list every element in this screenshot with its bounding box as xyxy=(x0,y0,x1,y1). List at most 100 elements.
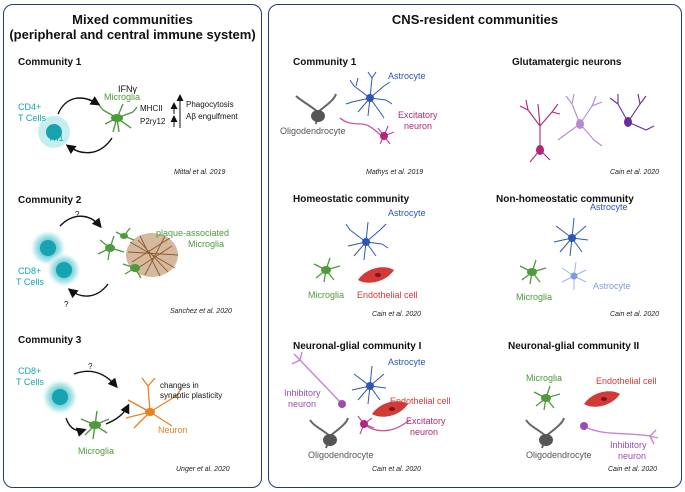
ng2-title: Neuronal-glial community II xyxy=(508,341,640,352)
left-panel-title-line2: (peripheral and central immune system) xyxy=(9,26,256,42)
inhibitory-label-line2-ng1: neuron xyxy=(288,399,317,409)
microglia-icon-nonhomeostatic xyxy=(519,259,547,285)
community2-title: Community 2 xyxy=(18,195,82,206)
nonhomeostatic-title: Non-homeostatic community xyxy=(496,194,634,205)
cd4-label-line2: T Cells xyxy=(18,113,46,123)
citation-unger: Unger et al. 2020 xyxy=(176,466,230,473)
microglia-icon-ng2 xyxy=(533,385,561,411)
ifn-label: IFNγ xyxy=(118,84,137,94)
ng1-title: Neuronal-glial community I xyxy=(293,341,422,352)
question-mark-c3: ? xyxy=(88,362,93,371)
astrocyte-icon-c1 xyxy=(345,71,393,119)
inhibitory-label-line1-ng1: Inhibitory xyxy=(284,388,321,398)
inhibitory-neuron-icon-ng2 xyxy=(580,422,659,445)
glutamatergic-title: Glutamatergic neurons xyxy=(512,57,622,68)
microglia-icon-homeostatic xyxy=(313,257,341,283)
excitatory-label-line2-c1: neuron xyxy=(404,121,433,131)
synaptic-label-line1: changes in xyxy=(160,381,199,390)
microglia-label-nonhomeostatic: Microglia xyxy=(516,292,553,302)
arrow-ifn xyxy=(57,96,101,115)
astrocyte-label-c1: Astrocyte xyxy=(388,71,426,81)
excitatory-label-line2-ng1: neuron xyxy=(410,427,439,437)
cns-community1-title: Community 1 xyxy=(293,57,357,68)
oligodendrocyte-icon-ng2 xyxy=(525,417,565,449)
homeostatic-title: Homeostatic community xyxy=(293,194,410,205)
citation-mittal: Mittal et al. 2019 xyxy=(174,169,226,176)
cd8-t-cell-icon-lower xyxy=(46,252,82,288)
citation-sanchez: Sanchez et al. 2020 xyxy=(170,308,232,315)
cd8-t-cell-icon-3 xyxy=(41,378,79,416)
endothelial-label-ng2: Endothelial cell xyxy=(596,376,657,386)
question-mark-upper: ? xyxy=(75,210,80,219)
oligodendrocyte-label-ng2: Oligodendrocyte xyxy=(526,450,592,460)
excitatory-neuron-icon-ng1 xyxy=(357,415,411,435)
citation-cain-glutamatergic: Cain et al. 2020 xyxy=(610,169,660,176)
microglia-label-ng2: Microglia xyxy=(526,373,563,383)
glutamatergic-neuron-icon-3 xyxy=(609,93,655,131)
citation-cain-homeostatic: Cain et al. 2020 xyxy=(372,311,422,318)
cd4-label-line1: CD4+ xyxy=(18,102,42,112)
left-panel-title-line1: Mixed communities xyxy=(72,12,193,27)
glutamatergic-neuron-icon-1 xyxy=(519,99,561,163)
arrow-feedback xyxy=(65,137,113,155)
cd8-label-line2-c2: T Cells xyxy=(16,277,44,287)
left-panel-title: Mixed communities (peripheral and centra… xyxy=(3,12,262,43)
excitatory-label-line1-c1: Excitatory xyxy=(398,110,438,120)
microglia-label-c1: Microglia xyxy=(104,92,141,102)
endothelial-cell-icon-ng1 xyxy=(372,401,408,417)
plaque-label-line1: plaque-associated xyxy=(156,228,230,238)
arrow-tcell-to-microglia xyxy=(59,215,102,229)
endothelial-cell-icon-ng2 xyxy=(584,391,620,407)
cd8-label-line2-c3: T Cells xyxy=(16,377,44,387)
mixed-communities-panel xyxy=(3,4,262,488)
citation-cain-nonhomeostatic: Cain et al. 2020 xyxy=(610,311,660,318)
microglia-label-homeostatic: Microglia xyxy=(308,290,345,300)
astrocyte-label-nonhomeostatic-2: Astrocyte xyxy=(593,281,631,291)
cd4-t-cell-icon xyxy=(38,116,70,148)
neuron-label-c3: Neuron xyxy=(158,425,188,435)
arrow-tcell-to-synapse xyxy=(73,370,118,389)
arrow-microglia-to-tcell xyxy=(67,283,109,299)
cd8-label-line1-c3: CD8+ xyxy=(18,366,42,376)
oligodendrocyte-label-ng1: Oligodendrocyte xyxy=(308,450,374,460)
inhibitory-label-line1-ng2: Inhibitory xyxy=(610,440,647,450)
microglia-icon-3 xyxy=(80,410,110,440)
synaptic-label-line2: synaptic plasticity xyxy=(160,391,223,400)
astrocyte-label-ng1: Astrocyte xyxy=(388,357,426,367)
glutamatergic-neuron-icon-2 xyxy=(557,93,603,147)
astrocyte-icon-ng1 xyxy=(351,365,387,405)
endothelial-cell-icon-homeostatic xyxy=(358,267,394,283)
neuron-icon xyxy=(125,377,183,429)
ab-engulfment-label: Aβ engulfment xyxy=(186,112,238,121)
arrow-tcell-to-microglia-3 xyxy=(65,417,87,437)
excitatory-label-line1-ng1: Excitatory xyxy=(406,416,446,426)
mhcii-label: MHCII xyxy=(140,104,163,113)
endothelial-label-ng1: Endothelial cell xyxy=(390,396,451,406)
p2ry12-label: P2ry12 xyxy=(140,117,166,126)
community1-title: Community 1 xyxy=(18,57,82,68)
plaque-microglia-icon xyxy=(97,227,142,279)
microglia-icon xyxy=(98,103,138,133)
oligodendrocyte-label-c1: Oligodendrocyte xyxy=(280,126,346,136)
oligodendrocyte-icon-c1 xyxy=(295,93,337,125)
citation-cain-ng2: Cain et al. 2020 xyxy=(608,466,658,473)
cns-resident-panel xyxy=(268,4,682,488)
astrocyte-icon-nonhomeostatic-2 xyxy=(561,261,587,290)
microglia-label-c3: Microglia xyxy=(78,446,115,456)
endothelial-label-homeostatic: Endothelial cell xyxy=(357,290,418,300)
inhibitory-label-line2-ng2: neuron xyxy=(618,451,647,461)
question-mark-lower: ? xyxy=(64,300,69,309)
citation-mathys: Mathys et al. 2019 xyxy=(366,169,424,176)
plaque-label-line2: Microglia xyxy=(188,239,225,249)
citation-cain-ng1: Cain et al. 2020 xyxy=(372,466,422,473)
oligodendrocyte-icon-ng1 xyxy=(309,417,349,449)
astrocyte-label-nonhomeostatic-1: Astrocyte xyxy=(590,202,628,212)
th1-label: Th1 xyxy=(48,133,64,143)
right-panel-title: CNS-resident communities xyxy=(391,12,559,27)
phagocytosis-label: Phagocytosis xyxy=(186,100,234,109)
cd8-label-line1-c2: CD8+ xyxy=(18,266,42,276)
excitatory-neuron-icon-c1 xyxy=(339,117,395,145)
community3-title: Community 3 xyxy=(18,335,82,346)
astrocyte-icon-nonhomeostatic-1 xyxy=(553,217,589,257)
